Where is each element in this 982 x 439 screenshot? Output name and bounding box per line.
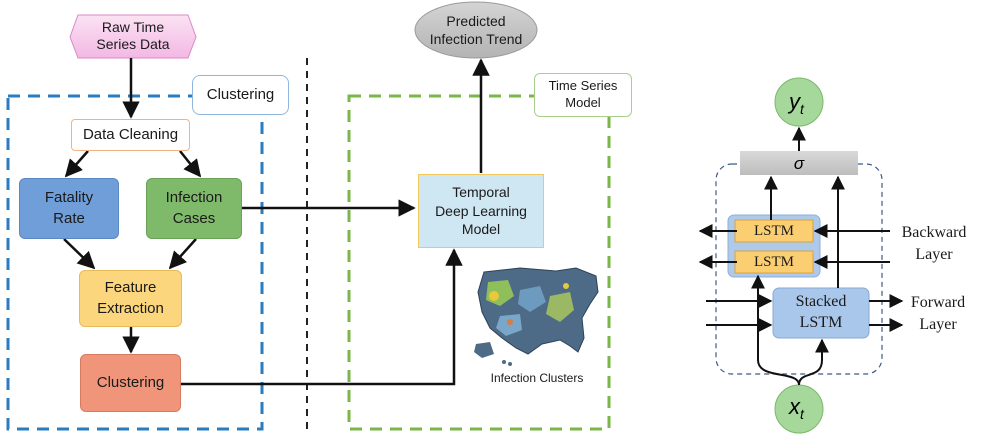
time-series-group-label: Time Series Model: [534, 73, 632, 117]
raw-data-shape: [69, 14, 197, 59]
output-node: [774, 77, 824, 127]
stacked-lstm-label: Stacked LSTM: [795, 293, 847, 331]
data-cleaning-node: Data Cleaning: [71, 119, 190, 151]
stacked-lstm-shape: [772, 287, 870, 339]
sigma-bar: [740, 151, 858, 175]
us-cluster-map: [474, 267, 599, 366]
infection-cases-node: Infection Cases: [146, 178, 242, 239]
arrow-infection-to-feature: [168, 238, 197, 270]
output-node-label: yt: [787, 89, 805, 117]
clustering-group-frame: [6, 94, 264, 431]
predicted-trend-node: Predicted Infection Trend: [429, 12, 523, 47]
lstm-bottom-label: LSTM: [753, 253, 794, 270]
arrow-cleaning-to-infection: [179, 150, 202, 178]
raw-data-node: Raw Time Series Data: [96, 18, 170, 53]
temporal-model-node: Temporal Deep Learning Model: [418, 174, 544, 248]
input-node-label: xt: [788, 394, 805, 422]
feature-extraction-node: Feature Extraction: [79, 270, 182, 327]
forward-layer-label: Forward Layer: [910, 294, 966, 333]
lstm-top-label: LSTM: [753, 222, 794, 239]
sigma-label: σ: [794, 154, 805, 173]
backward-layer-label: Backward Layer: [901, 224, 967, 263]
arrow-clustering-to-model: [181, 248, 463, 386]
time-series-group-frame: [347, 94, 611, 431]
arrow-input-to-lstm: [751, 274, 800, 386]
map-caption: Infection Clusters: [490, 370, 584, 385]
fatality-rate-node: Fatality Rate: [19, 178, 119, 239]
predicted-trend-shape: [414, 1, 538, 59]
arrow-input-to-stacked: [798, 338, 829, 386]
arrow-cleaning-to-fatality: [64, 150, 89, 178]
clustering-node: Clustering: [80, 354, 181, 412]
clustering-group-label: Clustering: [192, 75, 289, 115]
arrow-fatality-to-feature: [63, 238, 96, 270]
